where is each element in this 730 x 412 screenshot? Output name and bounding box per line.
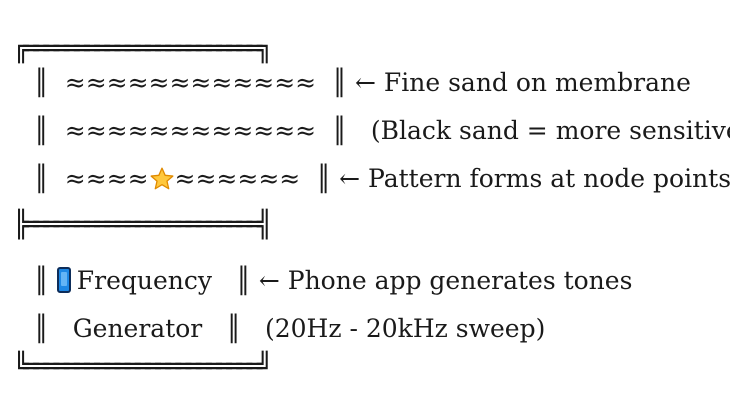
- border-left: ║: [33, 266, 57, 295]
- box-bottom-border: ╚═══════════════════════╝: [2, 322, 272, 382]
- generator-row-2: ║ Generator ║ (20Hz - 20kHz sweep): [2, 284, 546, 343]
- annotation-node-points: ← Pattern forms at node points!: [331, 164, 730, 193]
- border-text: ╠═══════════════════════╣: [13, 210, 272, 240]
- generator-label: ║ Generator ║: [33, 314, 242, 343]
- cymatics-ascii-diagram: ╔═══════════════════════╗ ║ ≈≈≈≈≈≈≈≈≈≈≈≈…: [2, 4, 730, 382]
- box-top-border: ╔═══════════════════════╗: [2, 4, 272, 64]
- membrane-row-2: ║ ≈≈≈≈≈≈≈≈≈≈≈≈ ║ (Black sand = more sens…: [2, 86, 730, 145]
- sand-line: ║ ≈≈≈≈≈≈≈≈≈≈≈≈ ║: [33, 68, 348, 97]
- sand-line-start: ║ ≈≈≈≈: [33, 164, 149, 193]
- star-icon: [150, 167, 174, 190]
- sand-line: ║ ≈≈≈≈≈≈≈≈≈≈≈≈ ║: [33, 116, 348, 145]
- generator-row-1: ║ Frequency ║ ← Phone app generates tone…: [2, 236, 633, 295]
- box-middle-divider: ╠═══════════════════════╣: [2, 180, 272, 240]
- membrane-row-3: ║ ≈≈≈≈ ≈≈≈≈≈≈ ║ ← Pattern forms at node p…: [2, 134, 730, 193]
- phone-icon: [56, 267, 71, 293]
- annotation-phone-app: ← Phone app generates tones: [250, 266, 633, 295]
- membrane-row-1: ║ ≈≈≈≈≈≈≈≈≈≈≈≈ ║ ← Fine sand on membrane: [2, 38, 691, 97]
- annotation-fine-sand: ← Fine sand on membrane: [347, 68, 691, 97]
- sand-line-end: ≈≈≈≈≈≈ ║: [174, 164, 332, 193]
- annotation-sweep-range: (20Hz - 20kHz sweep): [241, 314, 546, 343]
- frequency-label: Frequency ║: [76, 266, 251, 295]
- border-text: ╚═══════════════════════╝: [13, 352, 272, 382]
- border-text: ╔═══════════════════════╗: [13, 34, 272, 64]
- annotation-black-sand: (Black sand = more sensitive): [347, 116, 730, 145]
